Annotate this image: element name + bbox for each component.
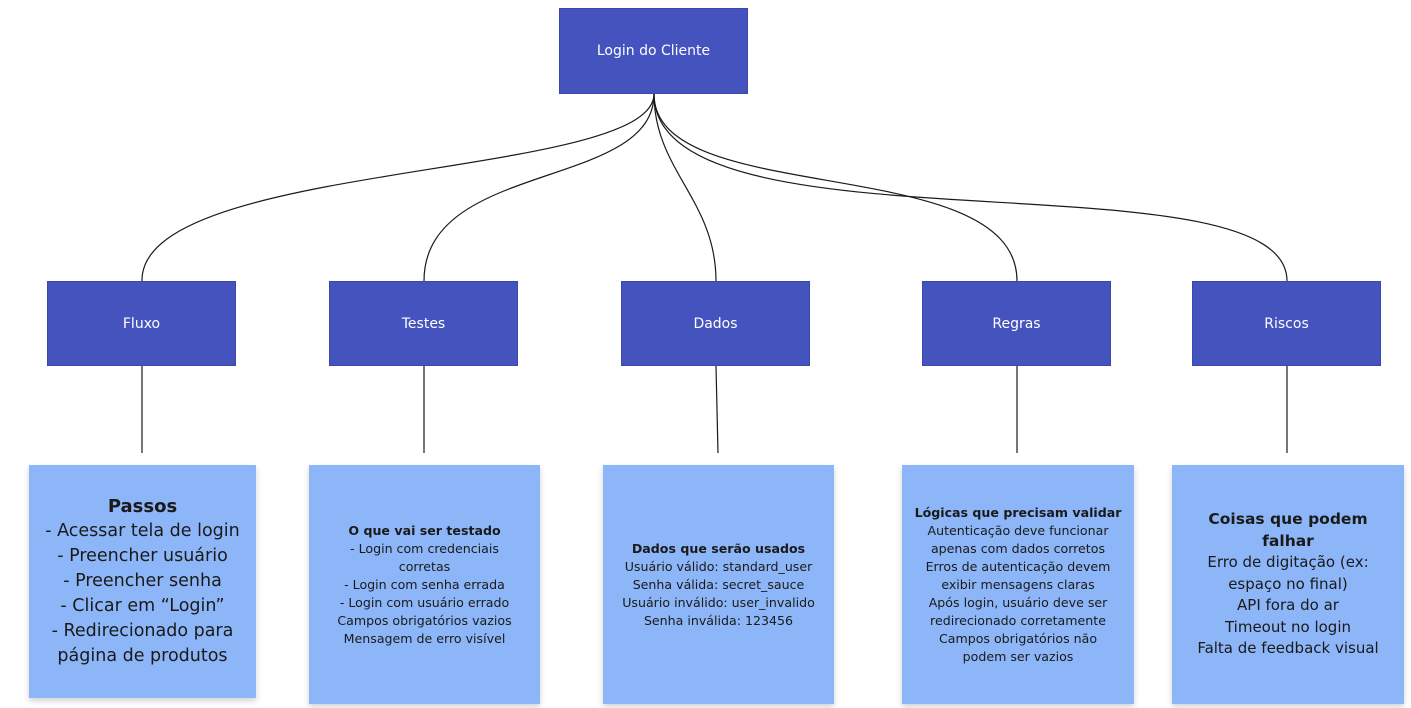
- sticky-note-line: - Clicar em “Login”: [60, 596, 225, 616]
- sticky-note-line: página de produtos: [57, 646, 228, 666]
- sticky-note-line: - Login com senha errada: [344, 576, 505, 592]
- sticky-note-line: Senha válida: secret_sauce: [632, 576, 805, 592]
- sticky-note-line: - Redirecionado para: [51, 621, 234, 641]
- sticky-note-line: Usuário válido: standard_user: [624, 558, 813, 574]
- category-node-label: Regras: [992, 315, 1041, 332]
- sticky-note-line: podem ser vazios: [962, 648, 1074, 664]
- sticky-note-line: - Preencher senha: [63, 571, 222, 591]
- sticky-note-line: redirecionado corretamente: [930, 612, 1106, 628]
- sticky-note-title: Passos: [107, 496, 178, 517]
- sticky-note-line: - Preencher usuário: [57, 546, 228, 566]
- sticky-note-line: - Acessar tela de login: [45, 521, 240, 541]
- category-node-riscos[interactable]: Riscos: [1192, 281, 1381, 366]
- sticky-note-line: Campos obrigatórios vazios: [337, 612, 512, 628]
- category-node-fluxo[interactable]: Fluxo: [47, 281, 236, 366]
- sticky-note-line: Erros de autenticação devem: [925, 558, 1111, 574]
- sticky-note-line: API fora do ar: [1237, 596, 1339, 615]
- category-node-label: Fluxo: [122, 315, 161, 332]
- sticky-note-line: apenas com dados corretos: [930, 540, 1106, 556]
- sticky-note-line: Após login, usuário deve ser: [928, 594, 1108, 610]
- sticky-note-line: espaço no final): [1228, 574, 1348, 593]
- sticky-note-title: O que vai ser testado: [348, 522, 501, 538]
- category-node-regras[interactable]: Regras: [922, 281, 1111, 366]
- sticky-note-dados[interactable]: Dados que serão usados Usuário válido: s…: [603, 465, 834, 704]
- sticky-note-regras[interactable]: Lógicas que precisam validar Autenticaçã…: [902, 465, 1134, 704]
- sticky-note-line: Campos obrigatórios não: [938, 630, 1098, 646]
- sticky-note-riscos[interactable]: Coisas que podem falhar Erro de digitaçã…: [1172, 465, 1404, 704]
- sticky-note-line: Falta de feedback visual: [1197, 639, 1379, 658]
- category-node-testes[interactable]: Testes: [329, 281, 518, 366]
- sticky-note-line: Autenticação deve funcionar: [927, 522, 1109, 538]
- sticky-note-fluxo[interactable]: Passos - Acessar tela de login - Preench…: [29, 465, 256, 698]
- category-node-dados[interactable]: Dados: [621, 281, 810, 366]
- category-node-label: Testes: [401, 315, 446, 332]
- sticky-note-line: Usuário inválido: user_invalido: [622, 594, 815, 610]
- sticky-note-line: - Login com credenciais: [350, 540, 499, 556]
- sticky-note-line: Mensagem de erro visível: [343, 630, 506, 646]
- root-node[interactable]: Login do Cliente: [559, 8, 748, 94]
- connector-root-testes: [423, 93, 655, 282]
- connector-root-dados: [653, 93, 717, 282]
- sticky-note-line: - Login com usuário errado: [339, 594, 510, 610]
- sticky-note-testes[interactable]: O que vai ser testado - Login com creden…: [309, 465, 540, 704]
- sticky-note-title: Lógicas que precisam validar: [914, 504, 1122, 520]
- sticky-note-line: Senha inválida: 123456: [643, 612, 794, 628]
- sticky-note-line: Timeout no login: [1224, 617, 1352, 636]
- category-node-label: Dados: [693, 315, 738, 332]
- sticky-note-title: Dados que serão usados: [631, 540, 806, 556]
- connector-dados-note: [715, 365, 719, 454]
- sticky-note-line: corretas: [398, 558, 451, 574]
- root-node-label: Login do Cliente: [596, 43, 711, 59]
- sticky-note-title: Coisas que podem falhar: [1208, 509, 1368, 550]
- category-node-label: Riscos: [1264, 315, 1309, 332]
- connector-root-regras: [653, 93, 1018, 282]
- connector-root-fluxo: [141, 93, 655, 282]
- connector-root-riscos: [653, 93, 1288, 282]
- sticky-note-line: exibir mensagens claras: [941, 576, 1095, 592]
- sticky-note-line: Erro de digitação (ex:: [1207, 553, 1369, 572]
